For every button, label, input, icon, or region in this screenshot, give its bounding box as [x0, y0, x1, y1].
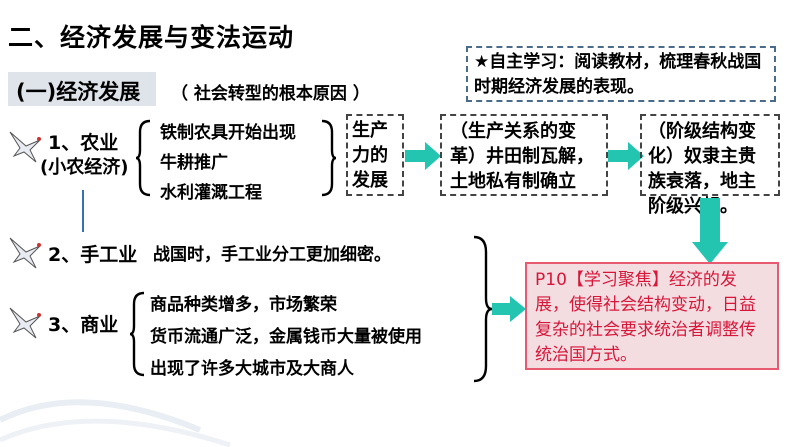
agriculture-point: 牛耕推广: [160, 153, 228, 173]
arrow-down-icon: [692, 198, 728, 264]
agriculture-point: 水利灌溉工程: [160, 183, 262, 203]
flow-box-text: （阶级结构变化）奴隶主贵族衰落，地主阶级兴起。: [648, 121, 756, 217]
subtitle-background: [8, 72, 156, 106]
agriculture-sublabel: (小农经济): [40, 157, 129, 178]
handicraft-label: 2、手工业: [48, 244, 138, 266]
flow-box-productivity: 生产力的发展: [346, 114, 404, 196]
arrow-right-icon: [608, 142, 644, 170]
flow-box-text: （生产关系的变革）井田制瓦解，土地私有制确立: [450, 121, 594, 192]
agriculture-right-bracket: [321, 119, 337, 197]
crane-icon: [9, 307, 41, 339]
arrow-right-icon: [492, 296, 526, 322]
section-subtitle: (一)经济发展: [16, 80, 141, 104]
commerce-label: 3、商业: [48, 314, 119, 336]
subtitle-note: （ 社会转型的根本原因 ）: [171, 84, 370, 104]
learning-focus-box: P10【学习聚焦】经济的发展，使得社会结构变动，日益复杂的社会要求统治者调整传统…: [525, 262, 779, 370]
arrow-right-icon: [405, 142, 441, 170]
commerce-point: 商品种类增多，市场繁荣: [150, 295, 337, 315]
commerce-point: 货币流通广泛，金属钱币大量被使用: [150, 327, 422, 347]
page-title: 二、经济发展与变法运动: [8, 23, 295, 52]
agriculture-point: 铁制农具开始出现: [160, 123, 296, 143]
commerce-bracket: [129, 291, 145, 377]
crane-icon: [9, 131, 41, 163]
decorative-swirl: [0, 399, 231, 447]
crane-icon: [9, 237, 41, 269]
handicraft-text: 战国时，手工业分工更加细密。: [153, 245, 391, 265]
commerce-point: 出现了许多大城市及大商人: [150, 359, 354, 379]
agriculture-label: 1、农业: [48, 132, 119, 154]
flow-box-relations: （生产关系的变革）井田制瓦解，土地私有制确立: [440, 114, 608, 196]
agriculture-bracket: [135, 119, 151, 197]
flow-box-class-structure: （阶级结构变化）奴隶主贵族衰落，地主阶级兴起。: [640, 114, 780, 217]
flow-box-text: 生产力的发展: [352, 120, 388, 191]
self-study-box: ★自主学习：阅读教材，梳理春秋战国时期经济发展的表现。: [466, 46, 776, 102]
connector-line: [82, 190, 84, 232]
